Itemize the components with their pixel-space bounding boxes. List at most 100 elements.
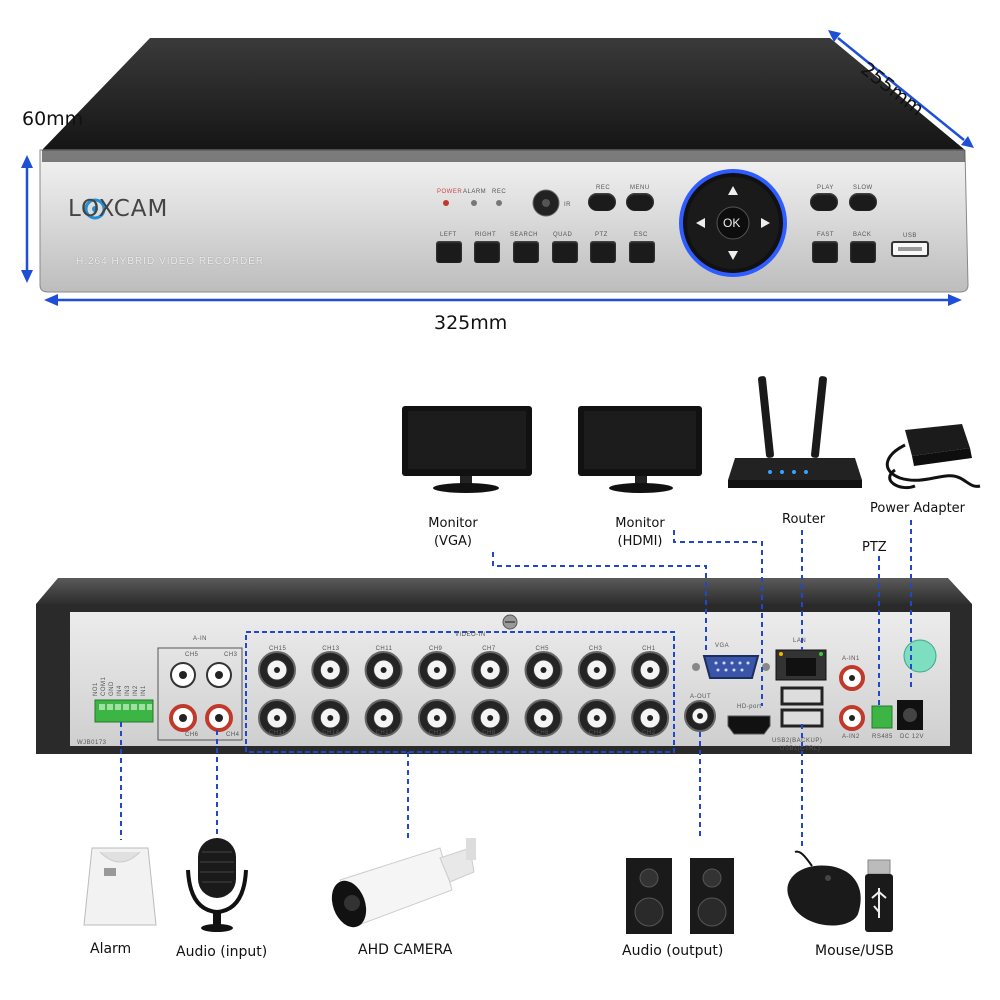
aout-label: A-OUT	[690, 694, 712, 700]
dpad-up-arrow-icon[interactable]	[728, 186, 738, 195]
quad-button[interactable]	[552, 241, 578, 263]
ptz-button[interactable]	[590, 241, 616, 263]
ain2-label: A-IN2	[842, 734, 860, 740]
rca-connectors[interactable]	[169, 662, 233, 732]
right-button[interactable]	[474, 241, 500, 263]
usb-ctrl-port[interactable]	[780, 708, 824, 728]
alarm-label: Alarm	[90, 941, 132, 957]
audio-ch4-label: CH4	[226, 732, 240, 738]
router-label: Router	[782, 512, 826, 527]
esc-button-label: ESC	[634, 232, 648, 238]
alarm-sensor-icon	[83, 847, 157, 926]
model-text: H.264 HYBRID VIDEO RECORDER	[76, 256, 265, 267]
rs485-terminal[interactable]	[871, 705, 893, 729]
menu-button[interactable]	[626, 193, 654, 211]
slow-button-label: SLOW	[853, 185, 873, 191]
bnc-pin	[380, 715, 387, 721]
quad-button-label: QUAD	[553, 232, 573, 238]
bnc-label-ch2: CH2	[642, 730, 656, 736]
dpad-down-arrow-icon[interactable]	[728, 251, 738, 260]
bnc-label-ch11: CH11	[375, 646, 393, 652]
bnc-pin	[593, 667, 600, 673]
vga-label: VGA	[715, 643, 730, 649]
bnc-connectors[interactable]	[258, 651, 670, 737]
bnc-pin	[327, 715, 334, 721]
fast-button[interactable]	[812, 241, 838, 263]
bnc-pin	[327, 667, 334, 673]
bnc-label-ch16: CH16	[269, 730, 287, 736]
bnc-pin	[433, 715, 440, 721]
bnc-label-ch4: CH4	[588, 730, 603, 736]
bnc-pin	[380, 667, 387, 673]
play-button-label: PLAY	[817, 185, 834, 191]
bnc-label-ch3: CH3	[588, 646, 603, 652]
power-indicator-label: POWER	[437, 189, 463, 195]
esc-button[interactable]	[629, 241, 655, 263]
audio-input-label: Audio (input)	[176, 944, 268, 960]
bnc-pin	[487, 667, 494, 673]
brand-logo: LOXCAM	[68, 196, 169, 222]
ir-label: IR	[564, 202, 571, 208]
alarm-terminal-block[interactable]	[94, 699, 154, 723]
depth-arrow	[828, 30, 974, 148]
back-button[interactable]	[850, 241, 876, 263]
video-in-label: VIDEO-IN	[455, 632, 486, 638]
height-dimension-label: 60mm	[22, 108, 84, 130]
bnc-pin	[593, 715, 600, 721]
alarm-pin-label: IN4	[117, 685, 123, 696]
bnc-label-ch12: CH12	[375, 730, 393, 736]
bnc-pin	[540, 715, 547, 721]
hdmi-port[interactable]	[727, 715, 771, 735]
bnc-label-ch6: CH6	[535, 730, 550, 736]
bnc-pin	[647, 715, 654, 721]
alarm-pin-label: NO1	[93, 682, 99, 696]
ptz-button-label: PTZ	[595, 232, 608, 238]
monitor-vga-label: Monitor (VGA)	[428, 516, 478, 549]
vga-port[interactable]	[702, 655, 760, 679]
power-led-icon	[443, 200, 449, 206]
logo-eye-icon	[84, 198, 106, 220]
back-button-label: BACK	[853, 232, 872, 238]
width-arrow	[44, 294, 962, 306]
audio-ch3-label: CH3	[224, 652, 238, 658]
alarm-pin-label: COM1	[101, 676, 107, 696]
height-arrow	[21, 155, 33, 283]
slow-button[interactable]	[849, 193, 877, 211]
power-adapter-icon	[886, 424, 981, 489]
rec-button[interactable]	[588, 193, 616, 211]
bnc-pin	[487, 715, 494, 721]
alarm-indicator-label: ALARM	[463, 189, 487, 195]
play-button[interactable]	[810, 193, 838, 211]
search-button[interactable]	[513, 241, 539, 263]
audio-in-frame	[157, 647, 243, 741]
mouse-icon	[787, 850, 861, 926]
bnc-label-ch14: CH14	[322, 730, 340, 736]
speakers-icon	[626, 858, 734, 934]
ahd-camera-icon	[331, 838, 476, 928]
dpad-left-arrow-icon[interactable]	[696, 218, 705, 228]
audio-out-bnc[interactable]	[684, 700, 716, 732]
bnc-label-ch15: CH15	[269, 646, 287, 652]
alarm-pin-label: IN1	[141, 685, 147, 696]
alarm-pin-label: GND	[109, 681, 115, 696]
ptz-label: PTZ	[862, 540, 887, 555]
dvr-front-face	[39, 149, 969, 293]
bnc-label-ch10: CH10	[428, 730, 447, 736]
bnc-pin	[274, 667, 280, 673]
ok-label: OK	[723, 216, 741, 230]
bnc-label-ch9: CH9	[428, 646, 443, 652]
usb-backup-port[interactable]	[780, 686, 824, 706]
dpad-right-arrow-icon[interactable]	[761, 218, 770, 228]
audio-in-label: A-IN	[193, 636, 207, 642]
hdmi-label: HD-port	[737, 704, 762, 710]
rec-led-icon	[496, 200, 502, 206]
left-button[interactable]	[436, 241, 462, 263]
usb-flash-drive-icon	[865, 859, 893, 932]
monitor-hdmi-icon	[578, 406, 702, 493]
fast-button-label: FAST	[817, 232, 835, 238]
menu-button-label: MENU	[630, 185, 650, 191]
usb2-label: USB2(BACKUP)	[772, 738, 823, 744]
dpad-ok-button[interactable]	[716, 206, 750, 240]
rs485-label: RS485	[872, 734, 893, 740]
